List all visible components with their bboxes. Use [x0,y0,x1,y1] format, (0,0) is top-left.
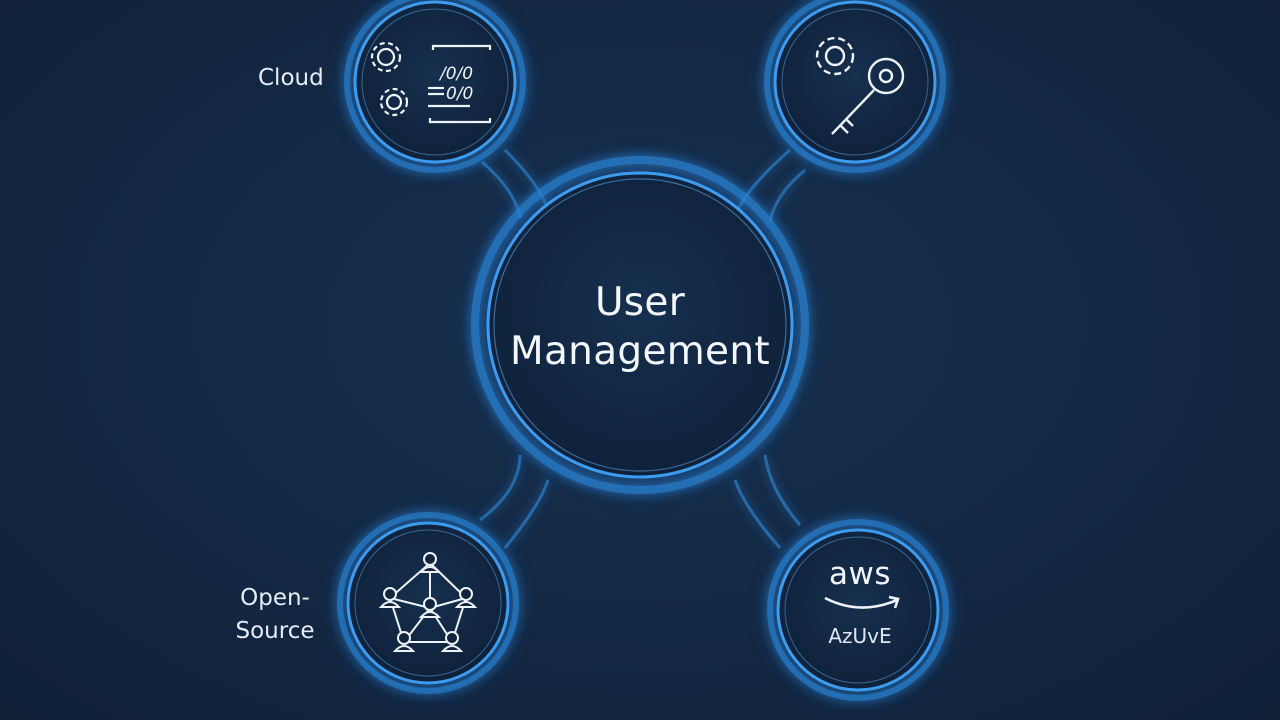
node-open-source [336,511,520,695]
binary-text-bottom: 0/0 [446,84,473,104]
connectors [479,148,806,549]
center-title-line-1: User [594,280,686,325]
open-source-label-line-1: Open- [240,585,310,611]
azure-text: AzUvE [828,624,892,648]
connector-open-source-outer [503,479,550,549]
node-security [763,0,947,174]
connector-open-source [479,454,522,522]
center-node [470,155,810,495]
connector-providers [763,454,802,526]
user-network-icon [378,552,478,652]
gears-and-binary-code-icon: /0/0 0/0 [370,41,492,124]
node-cloud: /0/0 0/0 [343,0,527,174]
gear-and-key-icon [815,36,905,135]
connector-cloud-outer [481,160,522,219]
open-source-label-line-2: Source [235,618,315,644]
aws-smile-arrow-icon [824,595,900,609]
connector-providers-outer [733,479,782,549]
aws-logo-text: aws [828,556,891,592]
cloud-label: Cloud [258,65,324,91]
node-providers [766,518,950,702]
open-source-label: Open- Source [228,582,322,648]
connector-security-outer [768,168,806,223]
center-title-line-2: Management [510,329,770,374]
center-title: User Management [470,278,810,376]
binary-text-top: /0/0 [438,64,473,84]
